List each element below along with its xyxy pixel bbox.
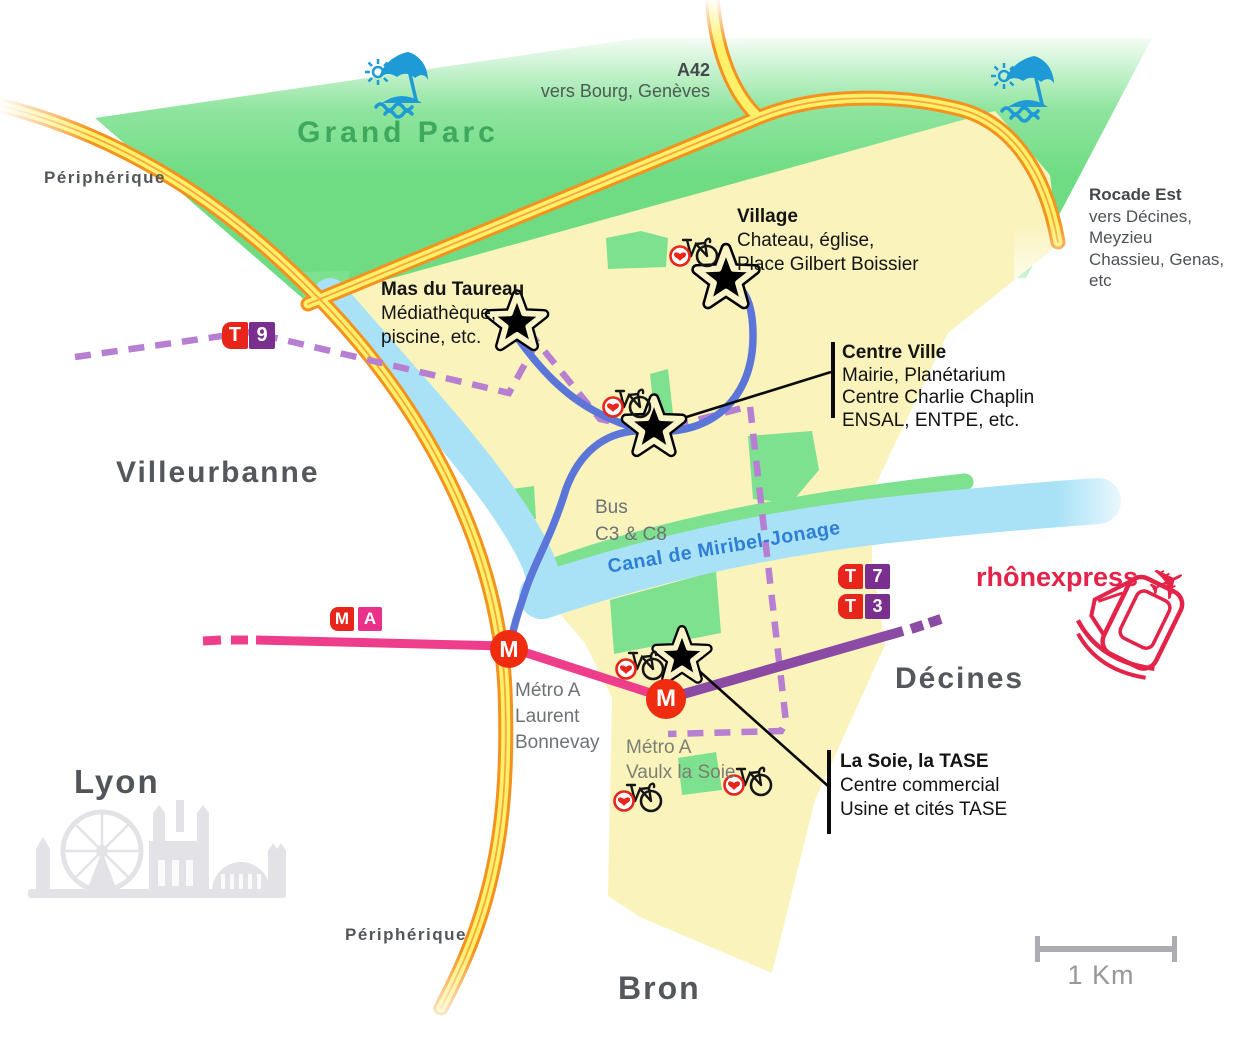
rocade-road-name: Rocade Est [1089, 185, 1182, 204]
city-label-villeurbanne: Villeurbanne [116, 456, 320, 489]
rocade-est-label-block: Rocade Est vers Décines, Meyzieu Chassie… [1089, 184, 1224, 292]
poi-line: Centre commercial [840, 775, 1000, 796]
metro-a-badge: M A [330, 607, 382, 631]
a42-direction: vers Bourg, Genèves [540, 81, 710, 101]
t9-badge: T 9 [222, 322, 275, 349]
station-line: Vaulx la Soie [626, 762, 736, 783]
a42-road-name: A42 [676, 60, 710, 80]
poi-title: Village [737, 206, 798, 227]
poi-mas-du-taureau: Mas du Taureau Médiathèque, piscine, etc… [381, 278, 524, 350]
poi-line: Centre Charlie Chaplin [842, 387, 1035, 408]
rocade-direction-line: etc [1089, 271, 1112, 290]
lyon-skyline [28, 800, 286, 898]
t3-badge-number: 3 [865, 594, 890, 619]
canal-north-bank-green [546, 473, 974, 575]
station-line: Bonnevay [515, 732, 600, 753]
scale-bar [1035, 936, 1177, 962]
river [313, 278, 563, 614]
poi-title: Centre Ville [842, 342, 947, 363]
metro-station-marker-laurent-bonnevay: M [490, 630, 528, 668]
t3-rhonexpress-line [664, 614, 943, 704]
t3-badge: T 3 [838, 594, 890, 619]
t3-badge-t: T [838, 594, 863, 619]
poi-centre-ville: Centre Ville Mairie, Planétarium Centre … [842, 342, 1034, 432]
station-line: Métro A [515, 680, 581, 701]
t9-tram-line [74, 328, 790, 738]
station-line: Métro A [626, 737, 692, 758]
poi-line: Chateau, église, [737, 230, 875, 251]
bus-label: Bus C3 & C8 [595, 494, 667, 548]
grand-parc-label: Grand Parc [297, 116, 499, 149]
green-patches [300, 231, 819, 795]
rhonexpress-logo-text: rhônexpress [976, 562, 1139, 592]
poi-la-soie-tase: La Soie, la TASE Centre commercial Usine… [840, 750, 1007, 822]
a42-label-block: A42 vers Bourg, Genèves [420, 60, 710, 102]
peripherique-label-s: Périphérique [345, 925, 467, 944]
station-label-vaulx-la-soie: Métro A Vaulx la Soie [626, 735, 736, 785]
station-label-laurent-bonnevay: Métro A Laurent Bonnevay [515, 678, 600, 756]
t9-badge-t: T [222, 322, 248, 349]
t9-badge-number: 9 [249, 322, 275, 349]
rocade-direction-line: Chassieu, Genas, [1089, 249, 1225, 269]
poi-title: Mas du Taureau [381, 279, 525, 300]
poi-line: piscine, etc. [381, 327, 482, 348]
poi-line: Usine et cités TASE [840, 799, 1008, 820]
t7-badge: T 7 [838, 564, 890, 589]
rhonexpress-tram-icon [1075, 574, 1185, 680]
peripherique-label-nw: Périphérique [44, 168, 166, 187]
rocade-direction-line: vers Décines, [1089, 206, 1192, 226]
poi-line: ENSAL, ENTPE, etc. [842, 409, 1020, 431]
city-label-lyon: Lyon [74, 763, 160, 800]
t7-badge-number: 7 [865, 564, 890, 589]
city-label-bron: Bron [618, 970, 701, 1006]
poi-line: Place Gilbert Boissier [737, 254, 919, 275]
annotation-pointers [663, 342, 835, 834]
scale-label: 1 Km [1067, 960, 1135, 990]
station-line: Laurent [515, 706, 580, 727]
poi-line: Mairie, Planétarium [842, 364, 1006, 386]
metro-a-badge-m: M [330, 607, 354, 631]
bus-line2: C3 & C8 [595, 524, 667, 545]
poi-line: Médiathèque, [381, 303, 497, 324]
poi-village: Village Chateau, église, Place Gilbert B… [737, 205, 919, 277]
metro-a-badge-a: A [358, 607, 382, 631]
motorways [0, 0, 1066, 1016]
rocade-direction-line: Meyzieu [1089, 228, 1153, 247]
metro-station-marker-vaulx-la-soie: M [646, 679, 686, 719]
city-label-decines: Décines [895, 662, 1025, 695]
canal-miribel-jonage [519, 478, 1121, 619]
t7-badge-t: T [838, 564, 863, 589]
poi-title: La Soie, la TASE [840, 751, 989, 772]
bus-line1: Bus [595, 497, 628, 518]
